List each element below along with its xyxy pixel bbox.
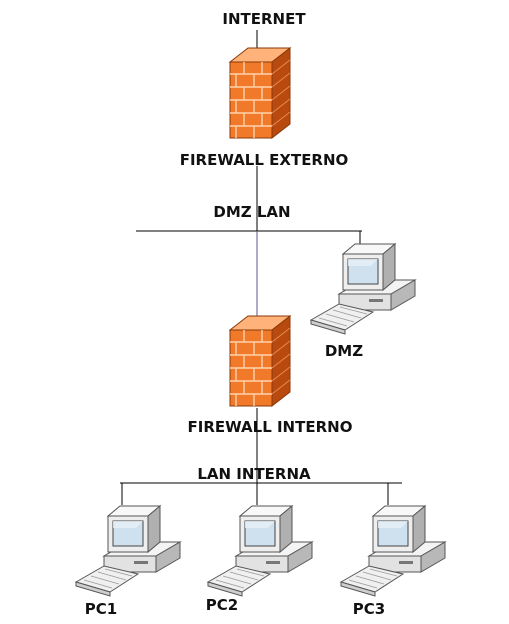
dmz-computer-icon — [310, 243, 416, 335]
firewall-externo-label: FIREWALL EXTERNO — [180, 151, 349, 169]
pc3-computer-icon — [340, 505, 446, 597]
pc2-label: PC2 — [206, 596, 238, 614]
lan-interna-label: LAN INTERNA — [197, 465, 311, 483]
internet-label: INTERNET — [222, 10, 306, 28]
pc2-computer-icon — [207, 505, 313, 597]
internal-firewall-icon — [229, 315, 291, 407]
pc1-computer-icon — [75, 505, 181, 597]
pc1-label: PC1 — [85, 600, 117, 618]
firewall-interno-label: FIREWALL INTERNO — [188, 418, 353, 436]
pc3-label: PC3 — [353, 600, 385, 618]
dmz-label: DMZ — [325, 342, 363, 360]
external-firewall-icon — [229, 47, 291, 139]
dmz-lan-label: DMZ LAN — [213, 203, 290, 221]
